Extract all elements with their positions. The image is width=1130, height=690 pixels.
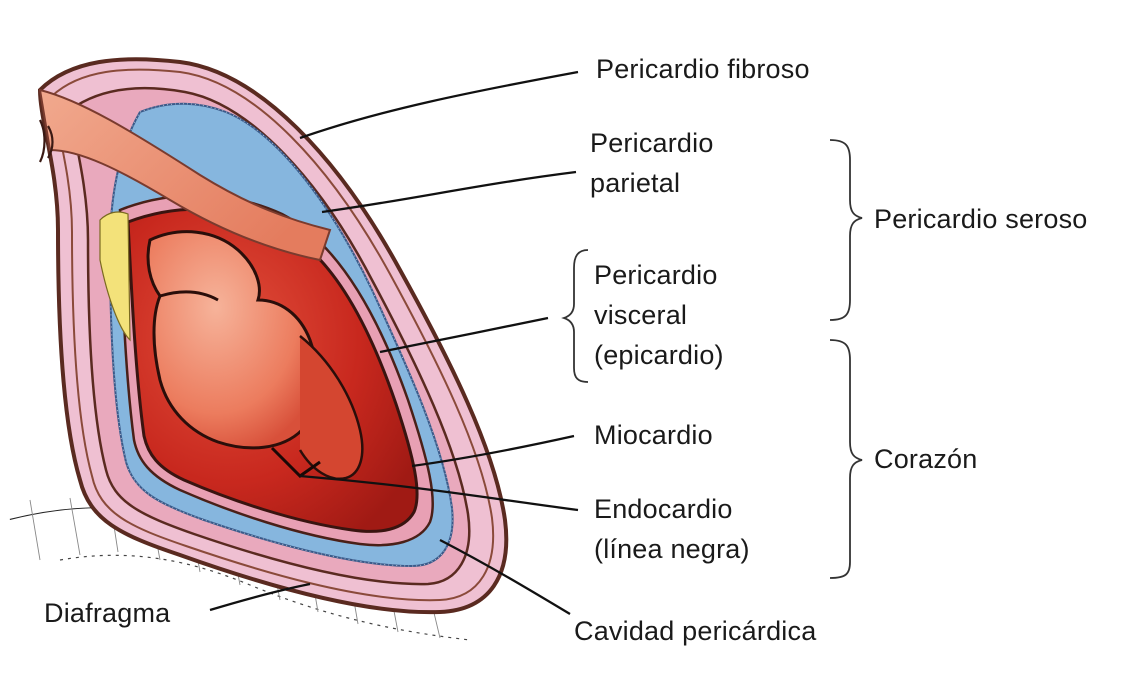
brace-pericardio-visceral xyxy=(564,250,588,382)
label-pericardio-visceral-3: (epicardio) xyxy=(594,338,724,372)
label-pericardio-visceral-2: visceral xyxy=(594,298,687,332)
label-pericardio-visceral-1: Pericardio xyxy=(594,258,718,292)
label-pericardio-seroso: Pericardio seroso xyxy=(874,202,1088,236)
label-pericardio-parietal-2: parietal xyxy=(590,166,680,200)
label-endocardio-2: (línea negra) xyxy=(594,532,750,566)
brace-corazon xyxy=(830,340,862,578)
label-corazon: Corazón xyxy=(874,442,977,476)
label-diafragma: Diafragma xyxy=(44,596,170,630)
label-miocardio: Miocardio xyxy=(594,418,713,452)
label-pericardio-parietal-1: Pericardio xyxy=(590,126,714,160)
brace-pericardio-seroso xyxy=(830,140,862,320)
leader-pericardio-parietal xyxy=(322,172,576,212)
leader-pericardio-fibroso xyxy=(300,72,578,138)
label-pericardio-fibroso: Pericardio fibroso xyxy=(596,52,810,86)
label-cavidad-pericardica: Cavidad pericárdica xyxy=(574,614,816,648)
label-endocardio-1: Endocardio xyxy=(594,492,733,526)
